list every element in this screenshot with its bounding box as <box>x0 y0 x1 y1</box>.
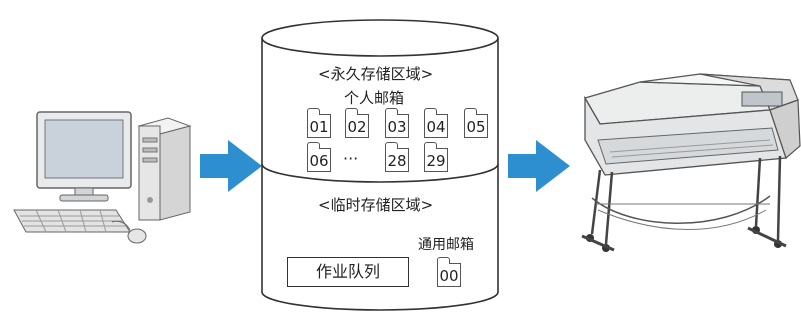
box-28: 28 <box>385 142 409 172</box>
box-03: 03 <box>385 108 409 138</box>
temporary-area-label: <临时存储区域> <box>318 196 434 214</box>
computer-icon <box>13 111 192 244</box>
box-29: 29 <box>424 142 448 172</box>
box-00: 00 <box>437 257 461 287</box>
box-04: 04 <box>424 108 448 138</box>
box-02: 02 <box>345 108 369 138</box>
personal-box-title: 个人邮箱 <box>344 89 405 107</box>
box-06: 06 <box>307 142 331 172</box>
common-box-title: 通用邮箱 <box>418 237 474 253</box>
box-01: 01 <box>307 108 331 138</box>
job-queue: 作业队列 <box>287 257 409 287</box>
box-05: 05 <box>464 108 488 138</box>
ellipsis: ··· <box>343 149 359 168</box>
permanent-area-label: <永久存储区域> <box>318 65 434 83</box>
